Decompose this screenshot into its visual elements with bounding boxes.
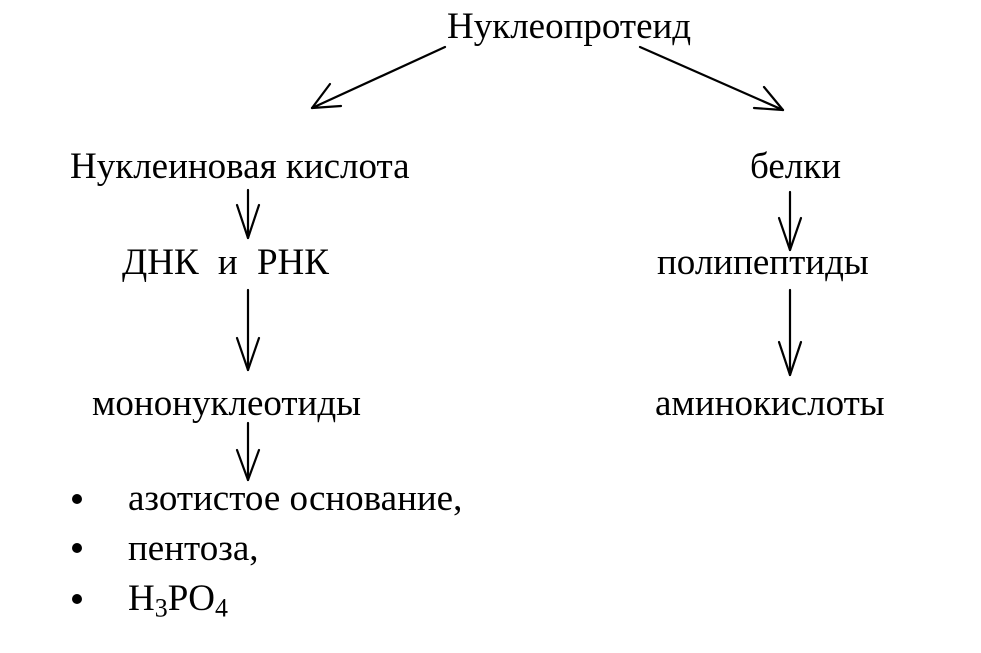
- arrow-root-to-proteins: [638, 45, 785, 112]
- conjunction-label: и: [217, 242, 238, 283]
- dna-label: ДНК: [122, 242, 199, 283]
- mononucleotides-node: мононуклеотиды: [92, 383, 362, 424]
- component-phosphoric-acid: H3PO4: [128, 580, 228, 621]
- dna-rna-node: ДНК и РНК: [122, 244, 329, 281]
- component-nitrogenous-base: азотистое основание,: [128, 478, 463, 519]
- arrow-root-to-nucleic-acid: [310, 45, 447, 110]
- formula-po-subscript: 4: [215, 593, 228, 623]
- polypeptides-node: полипептиды: [657, 242, 869, 283]
- bullet-dot-2: [72, 543, 82, 553]
- arrow-proteins-to-polypeptides: [777, 190, 803, 252]
- bullet-dot-1: [72, 494, 82, 504]
- amino-acids-node: аминокислоты: [655, 383, 885, 424]
- formula-po: PO: [167, 578, 215, 619]
- root-node-nucleoprotein: Нуклеопротеид: [447, 6, 692, 47]
- proteins-node: белки: [750, 146, 842, 187]
- component-pentose: пентоза,: [128, 528, 259, 569]
- nucleic-acid-node: Нуклеиновая кислота: [70, 146, 410, 187]
- arrow-mononucleotides-to-components: [235, 421, 261, 482]
- arrow-dna-rna-to-mononucleotides: [235, 288, 261, 372]
- rna-label: РНК: [256, 242, 329, 283]
- formula-h-subscript: 3: [154, 593, 168, 623]
- bullet-dot-3: [72, 594, 82, 604]
- arrow-nucleic-acid-to-dna-rna: [235, 188, 261, 240]
- formula-h: H: [128, 578, 155, 619]
- arrow-polypeptides-to-amino-acids: [777, 288, 803, 377]
